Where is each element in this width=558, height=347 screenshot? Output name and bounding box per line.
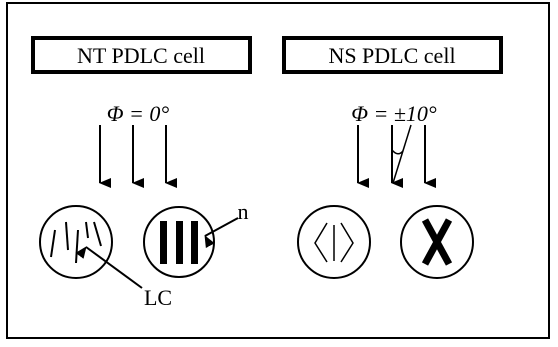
ns-x-stroke — [421, 218, 453, 266]
lc-mark — [85, 221, 89, 239]
ns-droplet-off — [297, 205, 371, 279]
lc-label: LC — [144, 285, 172, 310]
lc-mark — [65, 221, 69, 251]
nt-droplet-off — [39, 205, 113, 279]
lc-arrow — [75, 246, 143, 289]
aligned-lc-bar — [160, 221, 167, 264]
n-label: n — [238, 199, 249, 224]
phi-label-nt: Φ = 0° — [107, 101, 170, 126]
lc-mark — [75, 229, 79, 264]
ns-title-text: NS PDLC cell — [328, 43, 455, 68]
ns-title-box — [282, 36, 503, 74]
lc-mark — [50, 229, 56, 258]
lc-mark — [93, 221, 102, 247]
ns-diamond-left — [314, 222, 328, 263]
tilted-ray — [392, 124, 412, 184]
nt-title-text: NT PDLC cell — [77, 43, 205, 68]
ns-droplet-on — [400, 205, 474, 279]
n-arrow — [204, 217, 239, 249]
aligned-lc-bar — [191, 221, 198, 264]
phi-label-ns: Φ = ±10° — [351, 101, 437, 126]
nt-title-box — [31, 36, 252, 74]
aligned-lc-bar — [176, 221, 183, 264]
ns-diamond-right — [340, 222, 354, 263]
angle-arc — [391, 149, 404, 155]
outer-frame — [6, 2, 550, 339]
